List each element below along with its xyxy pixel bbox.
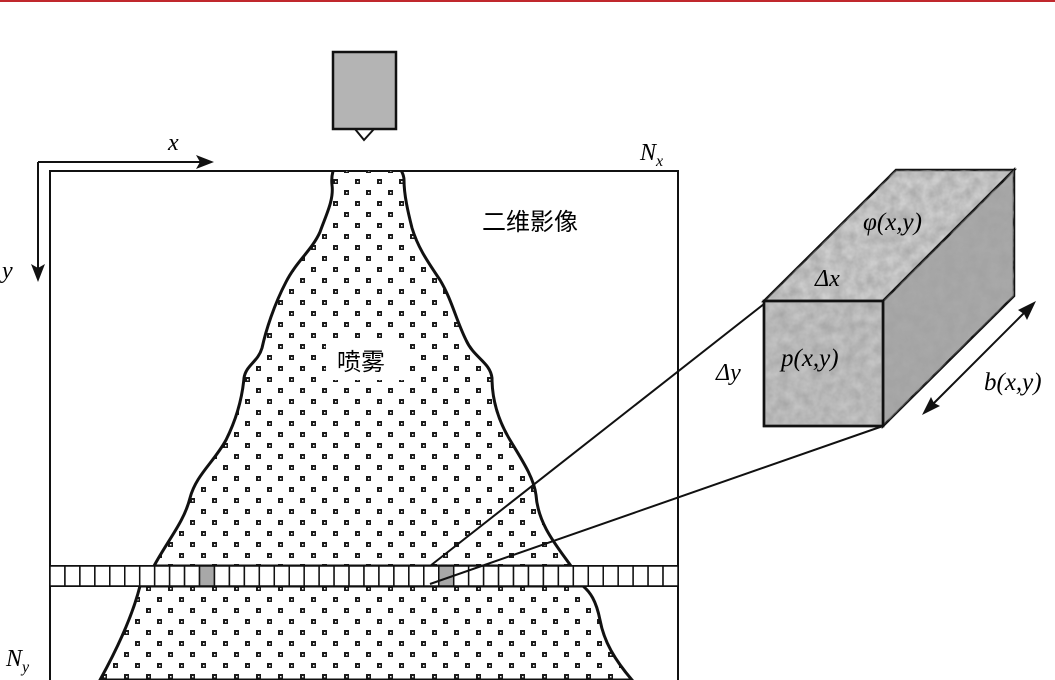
- pixel-strip: [49, 565, 679, 587]
- strip-cell: [572, 565, 590, 587]
- strip-cell: [363, 565, 380, 587]
- strip-cell: [94, 565, 111, 587]
- strip-cell: [542, 565, 560, 587]
- projection-line-bottom: [429, 425, 884, 585]
- projection-line-top: [429, 303, 765, 567]
- strip-cell: [527, 565, 545, 587]
- strip-cell: [662, 565, 679, 587]
- ny-label: Ny: [5, 646, 30, 676]
- strip-cell: [617, 565, 634, 587]
- strip-cell: [109, 565, 126, 587]
- delta-x-label: Δx: [814, 266, 840, 292]
- strip-cell-highlighted: [198, 565, 216, 587]
- strip-cell: [497, 565, 515, 587]
- phi-label: φ(x,y): [863, 209, 922, 236]
- arrow-y-icon: [31, 162, 45, 282]
- spray-label: 喷雾: [337, 348, 385, 376]
- spray-lower: [98, 584, 634, 680]
- strip-cell: [482, 565, 500, 587]
- strip-cell: [348, 565, 365, 587]
- image-2d-label: 二维影像: [482, 208, 578, 236]
- double-arrow-icon: [922, 301, 1036, 415]
- strip-cell: [378, 565, 395, 587]
- strip-cell: [303, 565, 320, 587]
- strip-cell: [647, 565, 664, 587]
- top-rule: [0, 0, 1055, 2]
- strip-cell: [168, 565, 186, 587]
- strip-cell: [288, 565, 305, 587]
- strip-cell: [258, 565, 276, 587]
- y-axis-label: y: [0, 258, 13, 284]
- strip-cell: [213, 565, 231, 587]
- delta-y-label: Δy: [715, 360, 741, 386]
- strip-cell: [587, 565, 604, 587]
- strip-cell: [64, 565, 81, 587]
- b-label: b(x,y): [984, 369, 1042, 396]
- p-label: p(x,y): [779, 345, 839, 372]
- strip-cell: [153, 565, 171, 587]
- x-axis-label: x: [167, 130, 179, 156]
- strip-cell: [393, 565, 410, 587]
- strip-cell: [318, 565, 335, 587]
- arrow-x-icon: [38, 155, 214, 169]
- strip-cell: [273, 565, 290, 587]
- strip-cell: [243, 565, 261, 587]
- strip-cell: [557, 565, 575, 587]
- strip-cell: [602, 565, 619, 587]
- strip-cell: [124, 565, 141, 587]
- strip-cell: [632, 565, 649, 587]
- voxel-box: [760, 166, 1018, 430]
- strip-cell: [512, 565, 530, 587]
- strip-cell: [333, 565, 350, 587]
- strip-cell: [79, 565, 96, 587]
- strip-cell: [228, 565, 246, 587]
- nozzle-icon: [331, 50, 398, 142]
- nx-label: Nx: [639, 140, 663, 170]
- strip-cell: [183, 565, 201, 587]
- strip-cell: [408, 565, 425, 587]
- spray-label-window: [326, 340, 408, 380]
- strip-cell: [138, 565, 156, 587]
- strip-cell: [49, 565, 66, 587]
